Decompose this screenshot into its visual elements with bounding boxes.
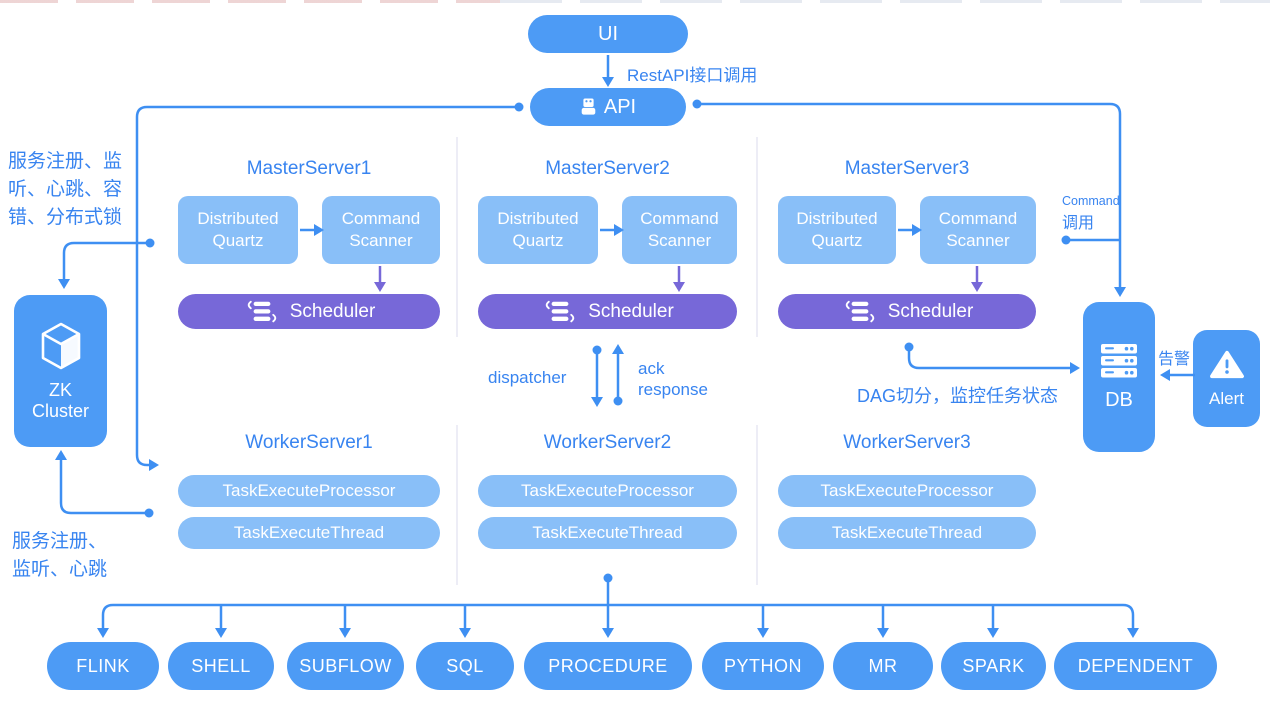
- task-flink[interactable]: FLINK: [47, 642, 159, 690]
- warning-triangle-icon: [1209, 350, 1244, 378]
- master1-distributed-quartz[interactable]: Distributed Quartz: [178, 196, 298, 264]
- task-dependent[interactable]: DEPENDENT: [1054, 642, 1217, 690]
- zk-top-note: 服务注册、监听、心跳、容错、分布式锁: [8, 151, 123, 228]
- master3-scheduler[interactable]: Scheduler: [778, 294, 1036, 329]
- scheduler-queue-icon: [247, 300, 276, 322]
- task-python[interactable]: PYTHON: [702, 642, 824, 690]
- scheduler-queue-icon: [545, 300, 575, 322]
- column-divider: [456, 137, 458, 337]
- zk-label-line2: Cluster: [31, 401, 89, 421]
- column-divider: [456, 425, 458, 585]
- scheduler-label: Scheduler: [588, 300, 674, 322]
- worker2-title: WorkerServer2: [543, 432, 672, 453]
- scheduler-queue-icon: [845, 300, 874, 322]
- task-procedure[interactable]: PROCEDURE: [524, 642, 692, 690]
- api-node[interactable]: API: [530, 88, 686, 126]
- master2-command-scanner[interactable]: Command Scanner: [622, 196, 737, 264]
- master1-scheduler[interactable]: Scheduler: [178, 294, 440, 329]
- rest-api-call-label: RestAPI接口调用: [627, 66, 758, 85]
- zk-label-line1: ZK: [48, 380, 72, 400]
- worker2-task-execute-processor[interactable]: TaskExecuteProcessor: [478, 475, 737, 507]
- master1-title: MasterServer1: [246, 158, 372, 179]
- master3-title: MasterServer3: [844, 158, 970, 179]
- column-divider: [756, 425, 758, 585]
- db-label: DB: [1105, 388, 1133, 411]
- command-call-label: 调用: [1062, 215, 1095, 232]
- zk-bottom-note: 服务注册、监听、心跳: [12, 531, 108, 580]
- usb-plug-icon: [581, 98, 596, 115]
- api-label: API: [603, 95, 637, 118]
- ui-label: UI: [598, 22, 618, 45]
- ui-node[interactable]: UI: [528, 15, 688, 53]
- top-edge-strip: [0, 0, 1270, 3]
- task-shell[interactable]: SHELL: [168, 642, 274, 690]
- command-label: Command: [1062, 194, 1120, 208]
- worker1-title: WorkerServer1: [245, 432, 373, 453]
- dispatcher-label: dispatcher: [488, 368, 567, 387]
- alert-node[interactable]: Alert: [1193, 330, 1260, 427]
- alarm-label: 告警: [1158, 351, 1191, 368]
- master1-command-scanner[interactable]: Command Scanner: [322, 196, 440, 264]
- worker3-task-execute-thread[interactable]: TaskExecuteThread: [778, 517, 1036, 549]
- scheduler-label: Scheduler: [887, 300, 974, 322]
- master3-command-scanner[interactable]: Command Scanner: [920, 196, 1036, 264]
- column-divider: [756, 137, 758, 337]
- master3-distributed-quartz[interactable]: Distributed Quartz: [778, 196, 896, 264]
- zk-cluster-node[interactable]: ZK Cluster: [14, 295, 107, 447]
- task-spark[interactable]: SPARK: [941, 642, 1046, 690]
- worker3-task-execute-processor[interactable]: TaskExecuteProcessor: [778, 475, 1036, 507]
- task-sql[interactable]: SQL: [416, 642, 514, 690]
- db-node[interactable]: DB: [1083, 302, 1155, 452]
- master2-distributed-quartz[interactable]: Distributed Quartz: [478, 196, 598, 264]
- worker3-title: WorkerServer3: [843, 432, 971, 453]
- task-mr[interactable]: MR: [833, 642, 933, 690]
- database-server-icon: [1101, 343, 1137, 377]
- task-subflow[interactable]: SUBFLOW: [287, 642, 404, 690]
- scheduler-label: Scheduler: [289, 300, 376, 322]
- alert-label: Alert: [1209, 388, 1244, 408]
- worker1-task-execute-processor[interactable]: TaskExecuteProcessor: [178, 475, 440, 507]
- worker1-task-execute-thread[interactable]: TaskExecuteThread: [178, 517, 440, 549]
- master2-title: MasterServer2: [545, 158, 670, 179]
- dag-monitor-label: DAG切分，监控任务状态: [857, 386, 1059, 406]
- master2-scheduler[interactable]: Scheduler: [478, 294, 737, 329]
- worker2-task-execute-thread[interactable]: TaskExecuteThread: [478, 517, 737, 549]
- cube-icon: [41, 322, 80, 370]
